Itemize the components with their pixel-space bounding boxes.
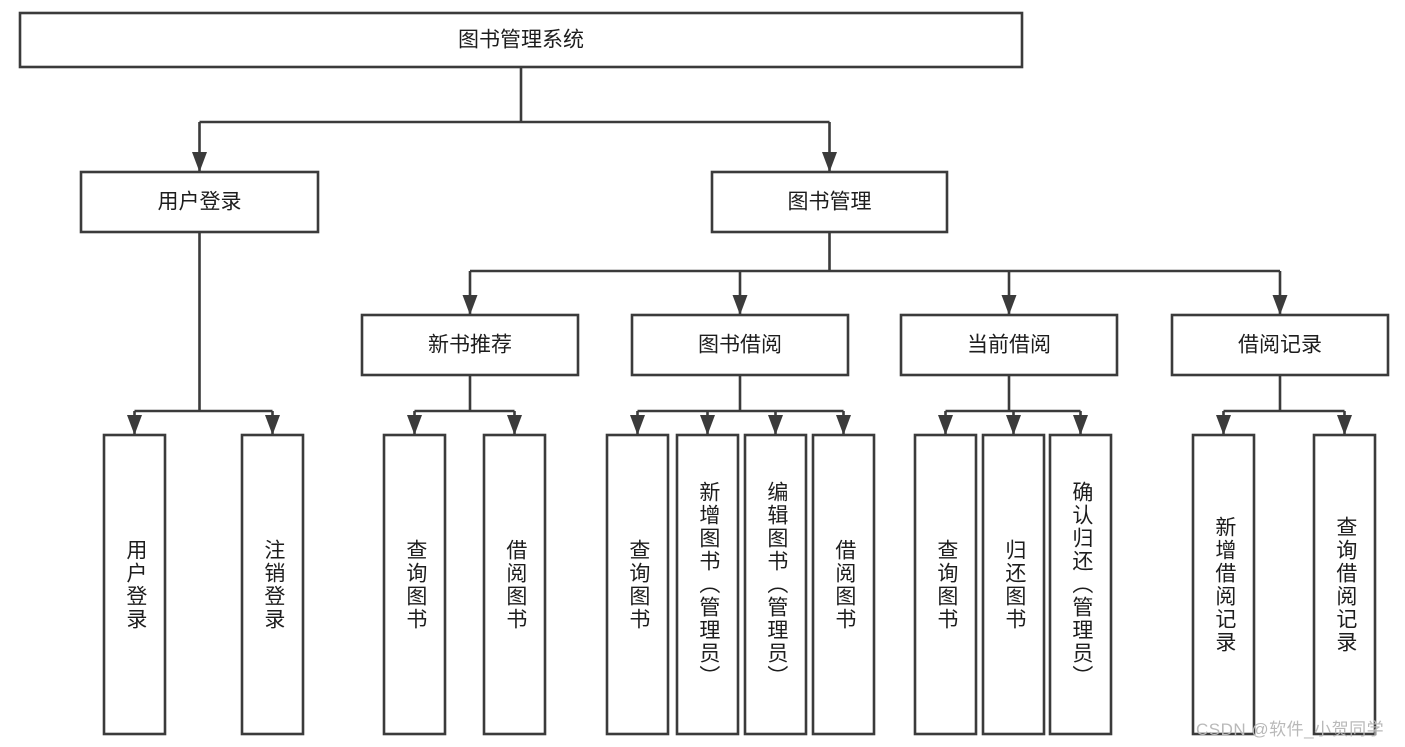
arrow-head-level2-2 <box>1001 295 1017 315</box>
arrow-head-level2-1 <box>732 295 748 315</box>
node-box-leaf-logout[interactable] <box>240 433 305 736</box>
node-box-leaf-borrow-book[interactable] <box>811 433 876 736</box>
csdn-watermark: CSDN @软件_小贺同学 <box>1196 720 1385 739</box>
node-box-leaf-add-book-admin[interactable] <box>675 433 740 736</box>
node-box-new-book-recommend[interactable] <box>360 313 580 377</box>
arrow-head-leaf-user-login <box>127 415 142 435</box>
node-box-leaf-confirm-return-admin[interactable] <box>1048 433 1113 736</box>
node-label-current-borrow: 当前借阅 <box>967 334 1051 357</box>
node-label-book-borrow: 图书借阅 <box>698 334 782 357</box>
arrow-head-leaf-add-borrow-record <box>1216 415 1231 435</box>
node-box-leaf-user-login[interactable] <box>102 433 167 736</box>
node-box-user-login[interactable] <box>79 170 320 234</box>
node-box-leaf-query-borrow-record[interactable] <box>1312 433 1377 736</box>
arrow-head-level1-1 <box>822 152 837 172</box>
node-box-leaf-add-borrow-record[interactable] <box>1191 433 1256 736</box>
arrow-head-leaf-query-book-borrow <box>630 415 645 435</box>
arrow-head-leaf-return-book <box>1006 415 1021 435</box>
node-label-book-management: 图书管理 <box>788 191 872 214</box>
arrow-head-leaf-edit-book-admin <box>768 415 783 435</box>
node-box-layer <box>18 11 1390 736</box>
node-label-user-login: 用户登录 <box>158 191 242 214</box>
node-label-root: 图书管理系统 <box>458 29 584 52</box>
node-box-leaf-query-book-borrow[interactable] <box>605 433 670 736</box>
node-box-book-borrow[interactable] <box>630 313 850 377</box>
connector-layer <box>127 67 1352 435</box>
node-label-borrow-record: 借阅记录 <box>1238 334 1322 357</box>
node-box-current-borrow[interactable] <box>899 313 1119 377</box>
arrow-head-leaf-logout <box>265 415 280 435</box>
node-box-book-management[interactable] <box>710 170 949 234</box>
node-box-leaf-query-book-rec[interactable] <box>382 433 447 736</box>
node-box-borrow-record[interactable] <box>1170 313 1390 377</box>
arrow-head-leaf-confirm-return-admin <box>1073 415 1088 435</box>
node-box-leaf-return-book[interactable] <box>981 433 1046 736</box>
arrow-head-leaf-query-book-rec <box>407 415 422 435</box>
arrow-head-level1-0 <box>192 152 207 172</box>
node-box-root[interactable] <box>18 11 1024 69</box>
arrow-head-leaf-query-book-cur <box>938 415 953 435</box>
arrow-head-level2-3 <box>1272 295 1288 315</box>
node-box-leaf-edit-book-admin[interactable] <box>743 433 808 736</box>
node-box-leaf-borrow-book-rec[interactable] <box>482 433 547 736</box>
arrow-head-leaf-borrow-book-rec <box>507 415 522 435</box>
arrow-head-leaf-add-book-admin <box>700 415 715 435</box>
arrow-head-leaf-query-borrow-record <box>1337 415 1352 435</box>
node-box-leaf-query-book-cur[interactable] <box>913 433 978 736</box>
arrow-head-level2-0 <box>462 295 478 315</box>
arrow-head-leaf-borrow-book <box>836 415 851 435</box>
node-label-new-book-recommend: 新书推荐 <box>428 334 512 357</box>
